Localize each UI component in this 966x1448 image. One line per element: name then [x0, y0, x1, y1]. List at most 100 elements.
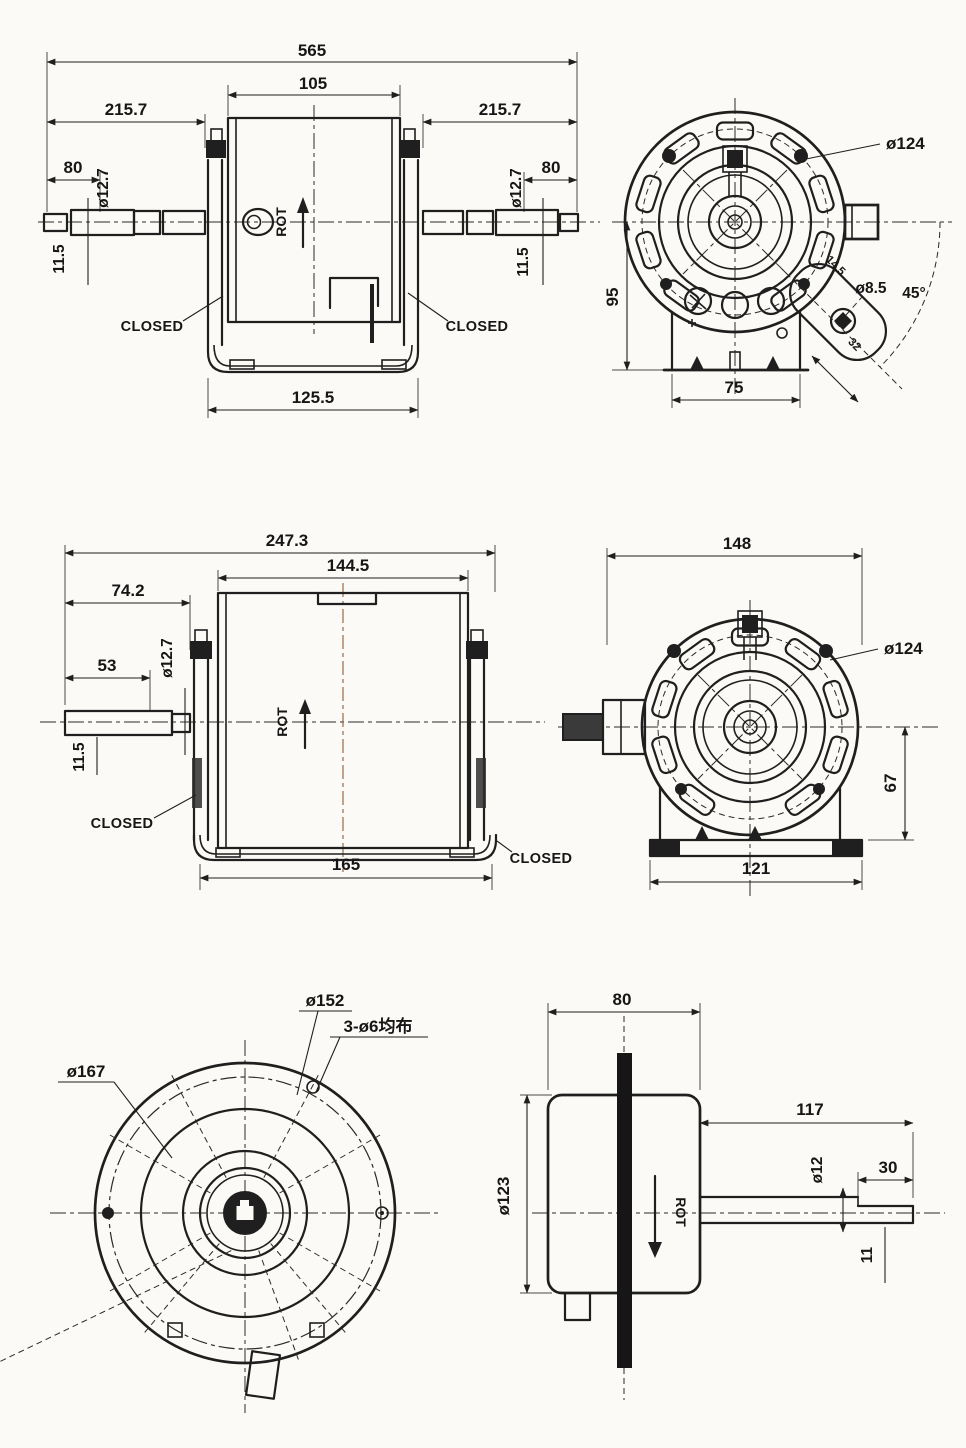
mount-bracket-left [206, 128, 226, 347]
rotation-arrow-icon [297, 197, 309, 213]
dim-flat-right: 11.5 [515, 247, 532, 277]
dim-label: 125.5 [292, 388, 335, 407]
dim-flat-left: 11.5 [51, 244, 68, 274]
shaft-stub [843, 203, 880, 241]
mount-bracket-right [400, 128, 420, 347]
dim-shaft-117: 117 [699, 1100, 914, 1198]
dim-seg-53: 53 [64, 656, 151, 712]
mount-strap [206, 343, 420, 374]
closed-label-right: CLOSED [407, 292, 509, 335]
motor-body [226, 116, 402, 343]
flange-hole [375, 1206, 389, 1220]
shaft [63, 709, 192, 737]
closed-label-right: CLOSED [496, 840, 572, 867]
svg-text:CLOSED: CLOSED [446, 319, 509, 335]
view-flange-side: 80 ø123 117 ø12 30 [494, 990, 945, 1400]
dim-label: ø152 [306, 991, 345, 1010]
dim-flange-123: ø123 [494, 1094, 552, 1294]
rotation-direction: ROT [273, 197, 309, 249]
bolt-icon [662, 149, 676, 163]
dim-seg-right: 80 [523, 158, 578, 212]
dim-base-75: 75 [671, 374, 801, 408]
dim-body-144-5: 144.5 [217, 556, 469, 591]
dim-seg-left: 80 [46, 158, 101, 212]
rotation-arrow-icon [299, 699, 311, 714]
cable-tab [244, 1350, 282, 1400]
dim-label: ø8.5 [855, 280, 886, 297]
bolt-icon [667, 644, 681, 658]
dim-height-67: 67 [868, 726, 914, 841]
dim-label: 121 [742, 859, 770, 878]
dim-label: 247.3 [266, 531, 309, 550]
dim-label: 565 [298, 41, 326, 60]
closed-label-left: CLOSED [121, 295, 224, 335]
dim-angle-45: 45° [902, 285, 925, 302]
view-mid-side: 247.3 144.5 74.2 53 ø12.7 11.5 [40, 531, 572, 890]
dim-shaft-dia-12: ø12 [809, 1157, 847, 1233]
shaft [562, 698, 647, 756]
dim-base-121: 121 [649, 859, 863, 890]
dim-outer-167: ø167 [58, 1062, 173, 1159]
dim-label: 215.7 [105, 100, 148, 119]
dim-label: ø167 [67, 1062, 106, 1081]
dim-shaft-74-2: 74.2 [64, 581, 191, 650]
dim-label: 53 [98, 656, 117, 675]
motor-body [216, 591, 470, 850]
closed-label-left: CLOSED [91, 794, 197, 832]
dim-label: ø12 [809, 1157, 826, 1184]
view-flange-front: ø167 ø152 3-ø6均布 [0, 991, 442, 1413]
bolt-icon [798, 278, 810, 290]
view-mid-front: 148 [558, 534, 938, 900]
top-terminal-detail [722, 145, 748, 196]
mount-bracket-left [190, 629, 212, 842]
dim-bolt-circle-124: ø124 [805, 134, 925, 160]
cable-tab [563, 1291, 592, 1322]
dim-label: 32 [845, 336, 863, 354]
bolt-icon [794, 149, 808, 163]
flange-hole [306, 1080, 320, 1094]
bolt-icon [819, 644, 833, 658]
dim-tip-30: 30 [857, 1158, 914, 1200]
dim-height-95: 95 [603, 221, 664, 371]
flange-slot [309, 1322, 325, 1338]
dim-shaft-dia: ø12.7 [159, 638, 176, 678]
shaft-left [42, 208, 207, 237]
dim-bolt-circle-152: ø152 [296, 991, 352, 1096]
shaft [698, 1195, 915, 1225]
shaft-right [421, 208, 580, 237]
dim-shaft-left: 215.7 [46, 100, 206, 148]
dim-label: 80 [542, 158, 561, 177]
svg-text:CLOSED: CLOSED [91, 816, 154, 832]
dim-label: 67 [881, 774, 900, 793]
mount-bracket-right [466, 629, 488, 842]
dim-holes-note: 3-ø6均布 [315, 1016, 428, 1093]
pedestal [662, 286, 810, 372]
dim-flat-11: 11 [859, 1227, 886, 1283]
flange-outline [93, 1061, 397, 1365]
dim-bolt-circle-124: ø124 [829, 639, 923, 661]
dim-label: 75 [725, 378, 744, 397]
view-top-front: 95 75 ø124 ø8.5 45° 14.5 [603, 98, 952, 408]
dim-label: 215.7 [479, 100, 522, 119]
dim-strap-125-5: 125.5 [207, 378, 419, 418]
foot-mount [648, 785, 864, 858]
rotation-arrow-icon [648, 1242, 662, 1258]
top-terminal-detail [737, 610, 763, 660]
dim-label: ø124 [886, 134, 925, 153]
flange-edge [617, 1053, 632, 1368]
dim-overall-247-3: 247.3 [64, 531, 496, 705]
dim-label: 165 [332, 855, 360, 874]
rotation-direction: ROT [274, 699, 311, 750]
dim-hole-8-5: ø8.5 [845, 280, 887, 316]
dim-label: 148 [723, 534, 751, 553]
bolt-icon [660, 278, 672, 290]
dim-shaft-dia-left: ø12.7 [95, 168, 112, 208]
dim-label: 74.2 [111, 581, 144, 600]
dim-strap-165: 165 [199, 855, 493, 890]
dim-body-80: 80 [547, 990, 701, 1090]
dim-width-148: 148 [606, 534, 863, 645]
dim-overall-565: 565 [46, 41, 578, 212]
dim-label: 105 [299, 74, 327, 93]
